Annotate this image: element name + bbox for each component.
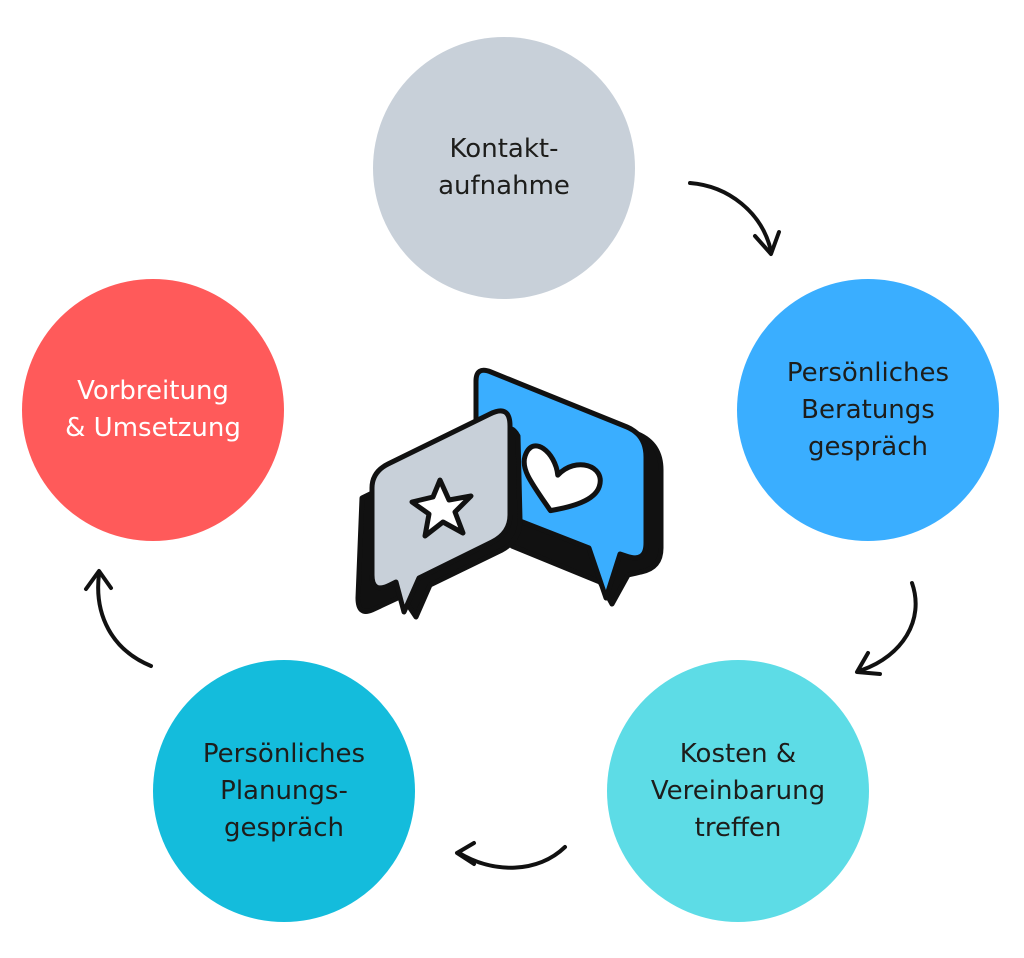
step-vorbereitung-umsetzung: Vorbreitung & Umsetzung: [22, 279, 284, 541]
arrow-1-to-2-icon: [688, 181, 781, 256]
step-label-line: Persönliches: [786, 357, 950, 388]
step-label-line: gespräch: [808, 431, 928, 462]
step-label-line: treffen: [694, 812, 782, 843]
step-label-line: Persönliches: [202, 738, 366, 769]
step-planungsgespraech: Persönliches Planungs- gespräch: [153, 660, 415, 922]
step-beratungsgespraech: Persönliches Beratungs gespräch: [737, 279, 999, 541]
step-label-line: Kontakt-: [449, 134, 559, 164]
star-icon: [409, 477, 474, 539]
step-label-line: & Umsetzung: [65, 413, 241, 443]
arrow-2-to-3-icon: [855, 581, 918, 676]
step-label-line: gespräch: [224, 812, 344, 843]
step-kosten-vereinbarung: Kosten & Vereinbarung treffen: [607, 660, 869, 922]
step-label-line: Vorbreitung: [77, 376, 229, 406]
step-label-line: aufnahme: [438, 171, 570, 201]
arrow-3-to-4-icon: [455, 841, 567, 870]
step-label-line: Vereinbarung: [650, 775, 826, 806]
heart-icon: [521, 443, 603, 514]
step-label-line: Planungs-: [220, 775, 348, 806]
arrow-4-to-5-icon: [84, 569, 153, 668]
step-label-line: Kosten &: [679, 738, 797, 769]
step-label-line: Beratungs: [801, 394, 935, 425]
step-kontaktaufnahme: Kontakt- aufnahme: [373, 37, 635, 299]
